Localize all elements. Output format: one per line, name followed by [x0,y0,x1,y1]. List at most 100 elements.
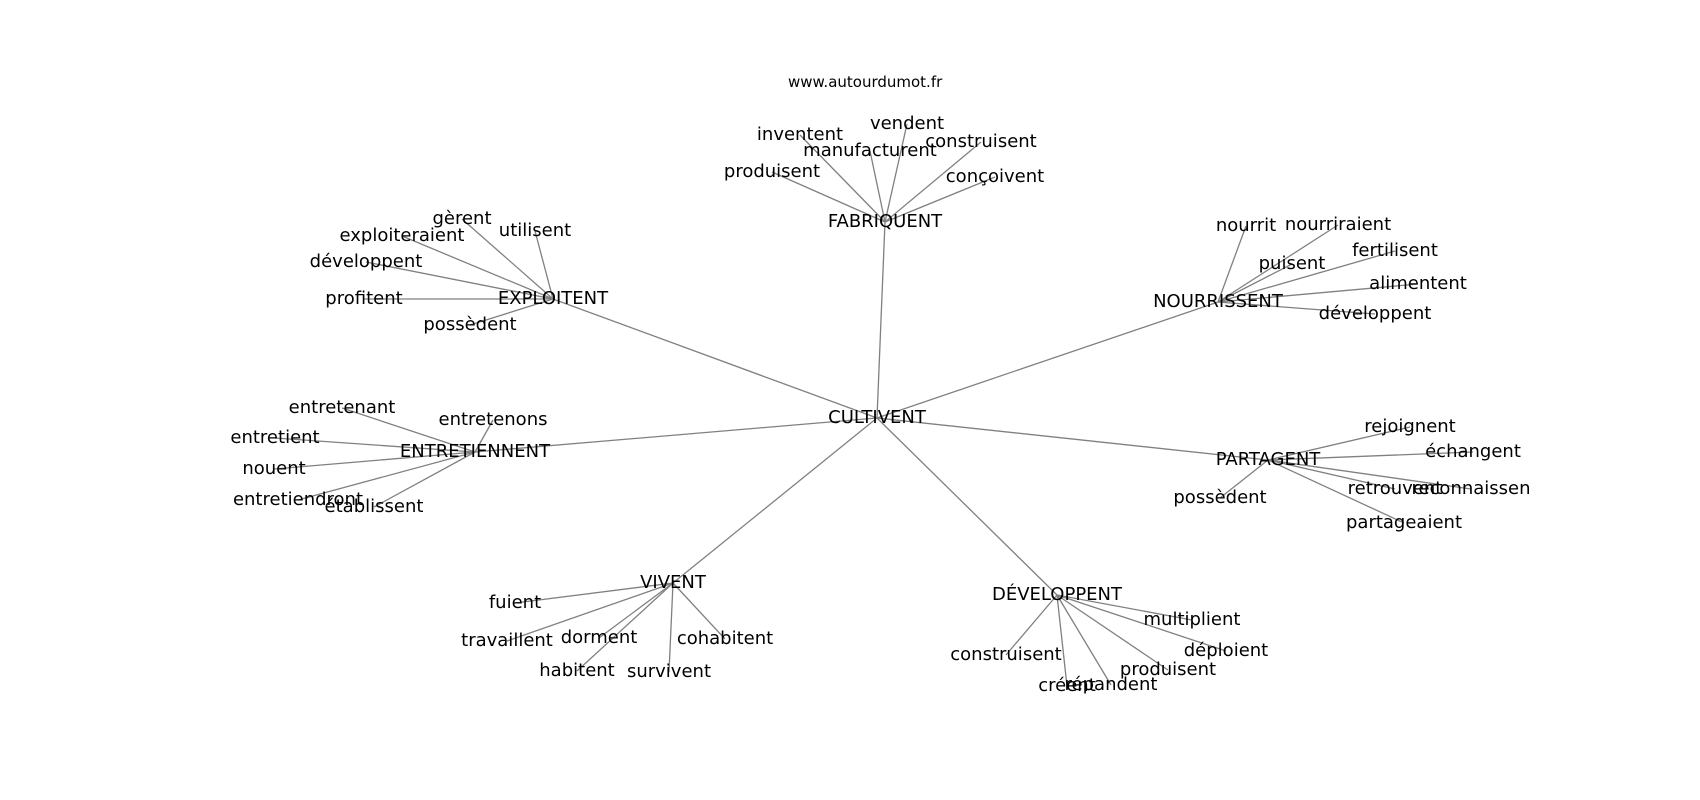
leaf-node-developpent-3[interactable]: produisent [1120,659,1216,680]
leaf-node-nourrissent-3[interactable]: fertilisent [1352,240,1438,261]
leaf-node-vivent-4[interactable]: habitent [539,660,614,681]
leaf-node-vivent-2[interactable]: dorment [561,627,638,648]
leaf-node-exploitent-0[interactable]: gèrent [432,208,491,229]
leaf-node-fabriquent-2[interactable]: manufacturent [803,140,937,161]
edge-nourrissent-1 [1217,224,1339,303]
edge-partagent-1 [1267,451,1474,461]
hub-node-entretiennent[interactable]: ENTRETIENNENT [400,441,551,462]
edge-root-exploitent [552,298,878,419]
leaf-node-fabriquent-1[interactable]: vendent [870,113,944,134]
leaf-node-partagent-2[interactable]: possèdent [1173,487,1266,508]
labels-layer: CULTIVENT FABRIQUENT inventent vendent manuf… [230,113,1530,696]
edge-fabriquent-2 [869,150,886,223]
edge-entretiennent-5 [373,451,476,508]
hub-node-vivent[interactable]: VIVENT [640,572,707,593]
leaf-node-partagent-1[interactable]: échangent [1425,441,1521,462]
edge-exploitent-3 [365,261,554,300]
leaf-node-vivent-1[interactable]: travaillent [461,630,553,651]
leaf-node-developpent-4[interactable]: créent [1038,675,1096,696]
leaf-node-nourrissent-5[interactable]: développent [1319,303,1432,324]
edge-entretiennent-3 [273,451,476,470]
leaf-node-developpent-0[interactable]: multiplient [1144,609,1241,630]
edge-root-partagent [876,417,1269,461]
edge-developpent-4 [1056,594,1068,687]
edge-root-nourrissent [876,301,1219,419]
edge-nourrissent-2 [1217,263,1293,303]
edge-entretiennent-0 [341,407,476,453]
leaf-node-partagent-5[interactable]: partageaient [1346,512,1462,533]
leaf-node-vivent-3[interactable]: cohabitent [677,628,773,649]
leaf-node-fabriquent-5[interactable]: conçoivent [946,166,1044,187]
edge-fabriquent-1 [884,123,908,223]
leaf-node-entretiennent-2[interactable]: entretient [230,427,319,448]
edge-vivent-0 [514,582,674,604]
edge-exploitent-5 [469,298,554,326]
edge-vivent-5 [668,582,674,673]
edges-layer [273,123,1474,687]
leaf-node-developpent-2[interactable]: construisent [950,644,1061,665]
leaf-node-entretiennent-3[interactable]: nouent [242,458,305,479]
leaf-node-nourrissent-4[interactable]: alimentent [1369,273,1467,294]
edge-exploitent-0 [461,218,554,300]
hub-node-nourrissent[interactable]: NOURRISSENT [1153,291,1284,312]
edge-exploitent-1 [534,230,554,300]
leaf-node-partagent-3[interactable]: retrouvent [1348,478,1443,499]
leaf-node-vivent-0[interactable]: fuient [489,592,541,613]
edge-partagent-0 [1267,426,1411,461]
edge-developpent-0 [1056,594,1193,621]
edge-root-vivent [672,417,878,584]
hub-node-fabriquent[interactable]: FABRIQUENT [828,211,943,232]
leaf-node-exploitent-1[interactable]: utilisent [499,220,571,241]
edge-partagent-4 [1267,459,1472,490]
edge-nourrissent-0 [1217,225,1247,303]
edge-entretiennent-4 [297,451,476,501]
edge-entretiennent-1 [474,419,494,453]
edge-fabriquent-4 [771,171,886,223]
edge-partagent-2 [1219,459,1269,499]
edge-nourrissent-4 [1217,283,1419,303]
edge-developpent-5 [1056,594,1112,686]
edge-vivent-2 [598,582,674,639]
edge-fabriquent-3 [884,141,982,223]
leaf-node-developpent-1[interactable]: déploient [1184,640,1268,661]
edge-fabriquent-0 [799,134,886,223]
edge-partagent-5 [1267,459,1405,524]
edge-root-fabriquent [876,221,886,419]
edge-developpent-3 [1056,594,1169,671]
root-node-label[interactable]: CULTIVENT [828,407,927,428]
edge-root-entretiennent [474,417,878,453]
site-url: www.autourdumot.fr [788,73,943,91]
leaf-node-partagent-0[interactable]: rejoignent [1364,416,1455,437]
leaf-node-exploitent-2[interactable]: exploiteraient [340,225,465,246]
leaf-node-nourrissent-1[interactable]: nourriraient [1285,214,1391,235]
leaf-node-nourrissent-2[interactable]: puisent [1259,253,1326,274]
leaf-node-exploitent-4[interactable]: profitent [325,288,402,309]
leaf-node-partagent-4[interactable]: reconnaissen [1411,478,1530,499]
edge-entretiennent-2 [274,437,476,453]
leaf-node-fabriquent-4[interactable]: produisent [724,161,820,182]
edge-fabriquent-5 [884,176,996,223]
leaf-node-entretiennent-5[interactable]: établissent [325,496,424,517]
leaf-node-fabriquent-0[interactable]: inventent [757,124,843,145]
edge-vivent-3 [672,582,726,640]
leaf-node-developpent-5[interactable]: répandent [1065,674,1158,695]
leaf-node-nourrissent-0[interactable]: nourrit [1216,215,1276,236]
leaf-node-vivent-5[interactable]: survivent [627,661,711,682]
edge-developpent-2 [1005,594,1058,656]
edge-vivent-1 [506,582,674,642]
leaf-node-entretiennent-1[interactable]: entretenons [439,409,548,430]
leaf-node-entretiennent-4[interactable]: entretiendront [233,489,363,510]
hub-node-developpent[interactable]: DÉVELOPPENT [992,583,1123,605]
hub-node-partagent[interactable]: PARTAGENT [1216,449,1322,470]
hub-node-exploitent[interactable]: EXPLOITENT [498,288,609,309]
leaf-node-exploitent-5[interactable]: possèdent [423,314,516,335]
edge-root-developpent [876,417,1058,596]
leaf-node-fabriquent-3[interactable]: construisent [925,131,1036,152]
edge-exploitent-2 [401,235,554,300]
edge-partagent-3 [1267,459,1396,490]
edge-nourrissent-3 [1217,250,1396,303]
leaf-node-entretiennent-0[interactable]: entretenant [289,397,396,418]
leaf-node-exploitent-3[interactable]: développent [310,251,423,272]
